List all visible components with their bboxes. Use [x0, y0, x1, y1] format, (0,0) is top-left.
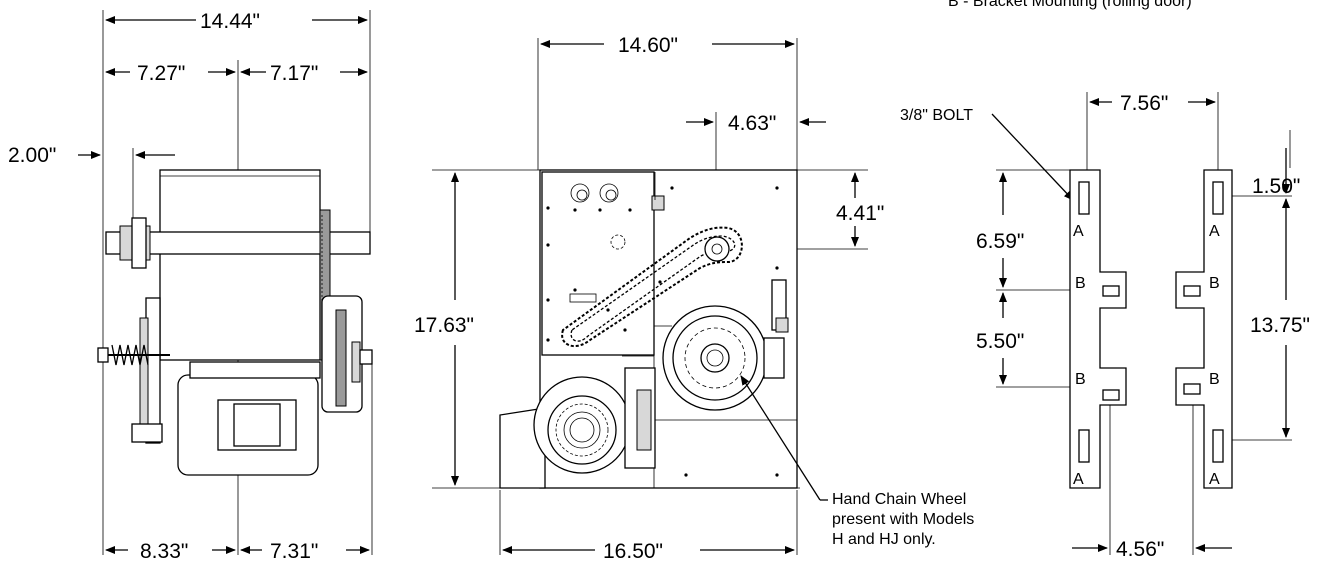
slot-a-top-right	[1212, 181, 1224, 215]
drive-sprocket	[704, 236, 730, 262]
slot-label-b: B	[1075, 371, 1086, 388]
legend-note: B - Bracket Mounting (rolling door)	[948, 0, 1192, 10]
left-bracket	[1069, 169, 1127, 489]
hand-chain-note-line-3: H and HJ only.	[832, 531, 936, 548]
bracket-view: 7.56" 3/8" BOLT 6.59" 5.50" 1.50" 13.75"…	[900, 92, 1310, 561]
dim-sprocket-height: 4.41"	[836, 202, 884, 225]
dim-top-width: 14.60"	[618, 34, 678, 57]
right-bracket	[1175, 169, 1233, 489]
slot-b-low-left	[1102, 389, 1120, 401]
slot-label-a: A	[1073, 471, 1084, 488]
svg-text:Hand Chain Wheel present: Hand Chain Wheel present with Models H a…	[832, 491, 979, 548]
dim-overall-height: 17.63"	[414, 314, 474, 337]
gearbox-housing	[159, 169, 321, 361]
slot-a-top-left	[1078, 181, 1090, 215]
side-view: 14.44" 7.27" 7.17" 2.00" 8.33" 7.31"	[8, 10, 373, 561]
hand-chain-note-line-1: Hand Chain Wheel	[832, 491, 966, 508]
dim-sprocket-offset: 4.63"	[728, 112, 776, 135]
dim-right-of-center: 7.17"	[270, 62, 318, 85]
dim-left-of-center: 7.27"	[137, 62, 185, 85]
slot-b-mid-left	[1102, 285, 1120, 297]
dim-base-width: 16.50"	[603, 540, 663, 561]
control-panel	[541, 171, 655, 356]
dim-middle-spacing: 5.50"	[976, 330, 1024, 353]
slot-a-bottom-right	[1212, 429, 1224, 463]
hand-chain-note-line-2: present with Models	[832, 511, 974, 528]
slot-label-a: A	[1209, 471, 1220, 488]
slot-label-a: A	[1209, 223, 1220, 240]
slot-b-low-right	[1183, 383, 1201, 395]
spring-icon	[111, 344, 149, 366]
dim-top-offset: 1.50"	[1252, 175, 1300, 198]
dim-bottom-spacing: 4.56"	[1116, 538, 1164, 561]
dim-base-right: 7.31"	[270, 540, 318, 561]
dim-upper-spacing: 6.59"	[976, 230, 1024, 253]
drive-chain	[561, 226, 743, 348]
dim-shaft-offset: 2.00"	[8, 144, 56, 167]
dim-slot-span: 13.75"	[1250, 314, 1310, 337]
slot-label-b: B	[1209, 275, 1220, 292]
front-view: 14.60" 4.63" 4.41" 17.63" 16.50"	[414, 34, 979, 561]
slot-label-b: B	[1075, 275, 1086, 292]
dim-overall-width: 14.44"	[200, 10, 260, 33]
bolt-label: 3/8" BOLT	[900, 107, 973, 124]
slot-a-bottom-left	[1078, 429, 1090, 463]
slot-label-a: A	[1073, 223, 1084, 240]
slot-b-mid-right	[1183, 285, 1201, 297]
slot-label-b: B	[1209, 371, 1220, 388]
dim-base-left: 8.33"	[140, 540, 188, 561]
dim-bracket-spacing: 7.56"	[1120, 92, 1168, 115]
